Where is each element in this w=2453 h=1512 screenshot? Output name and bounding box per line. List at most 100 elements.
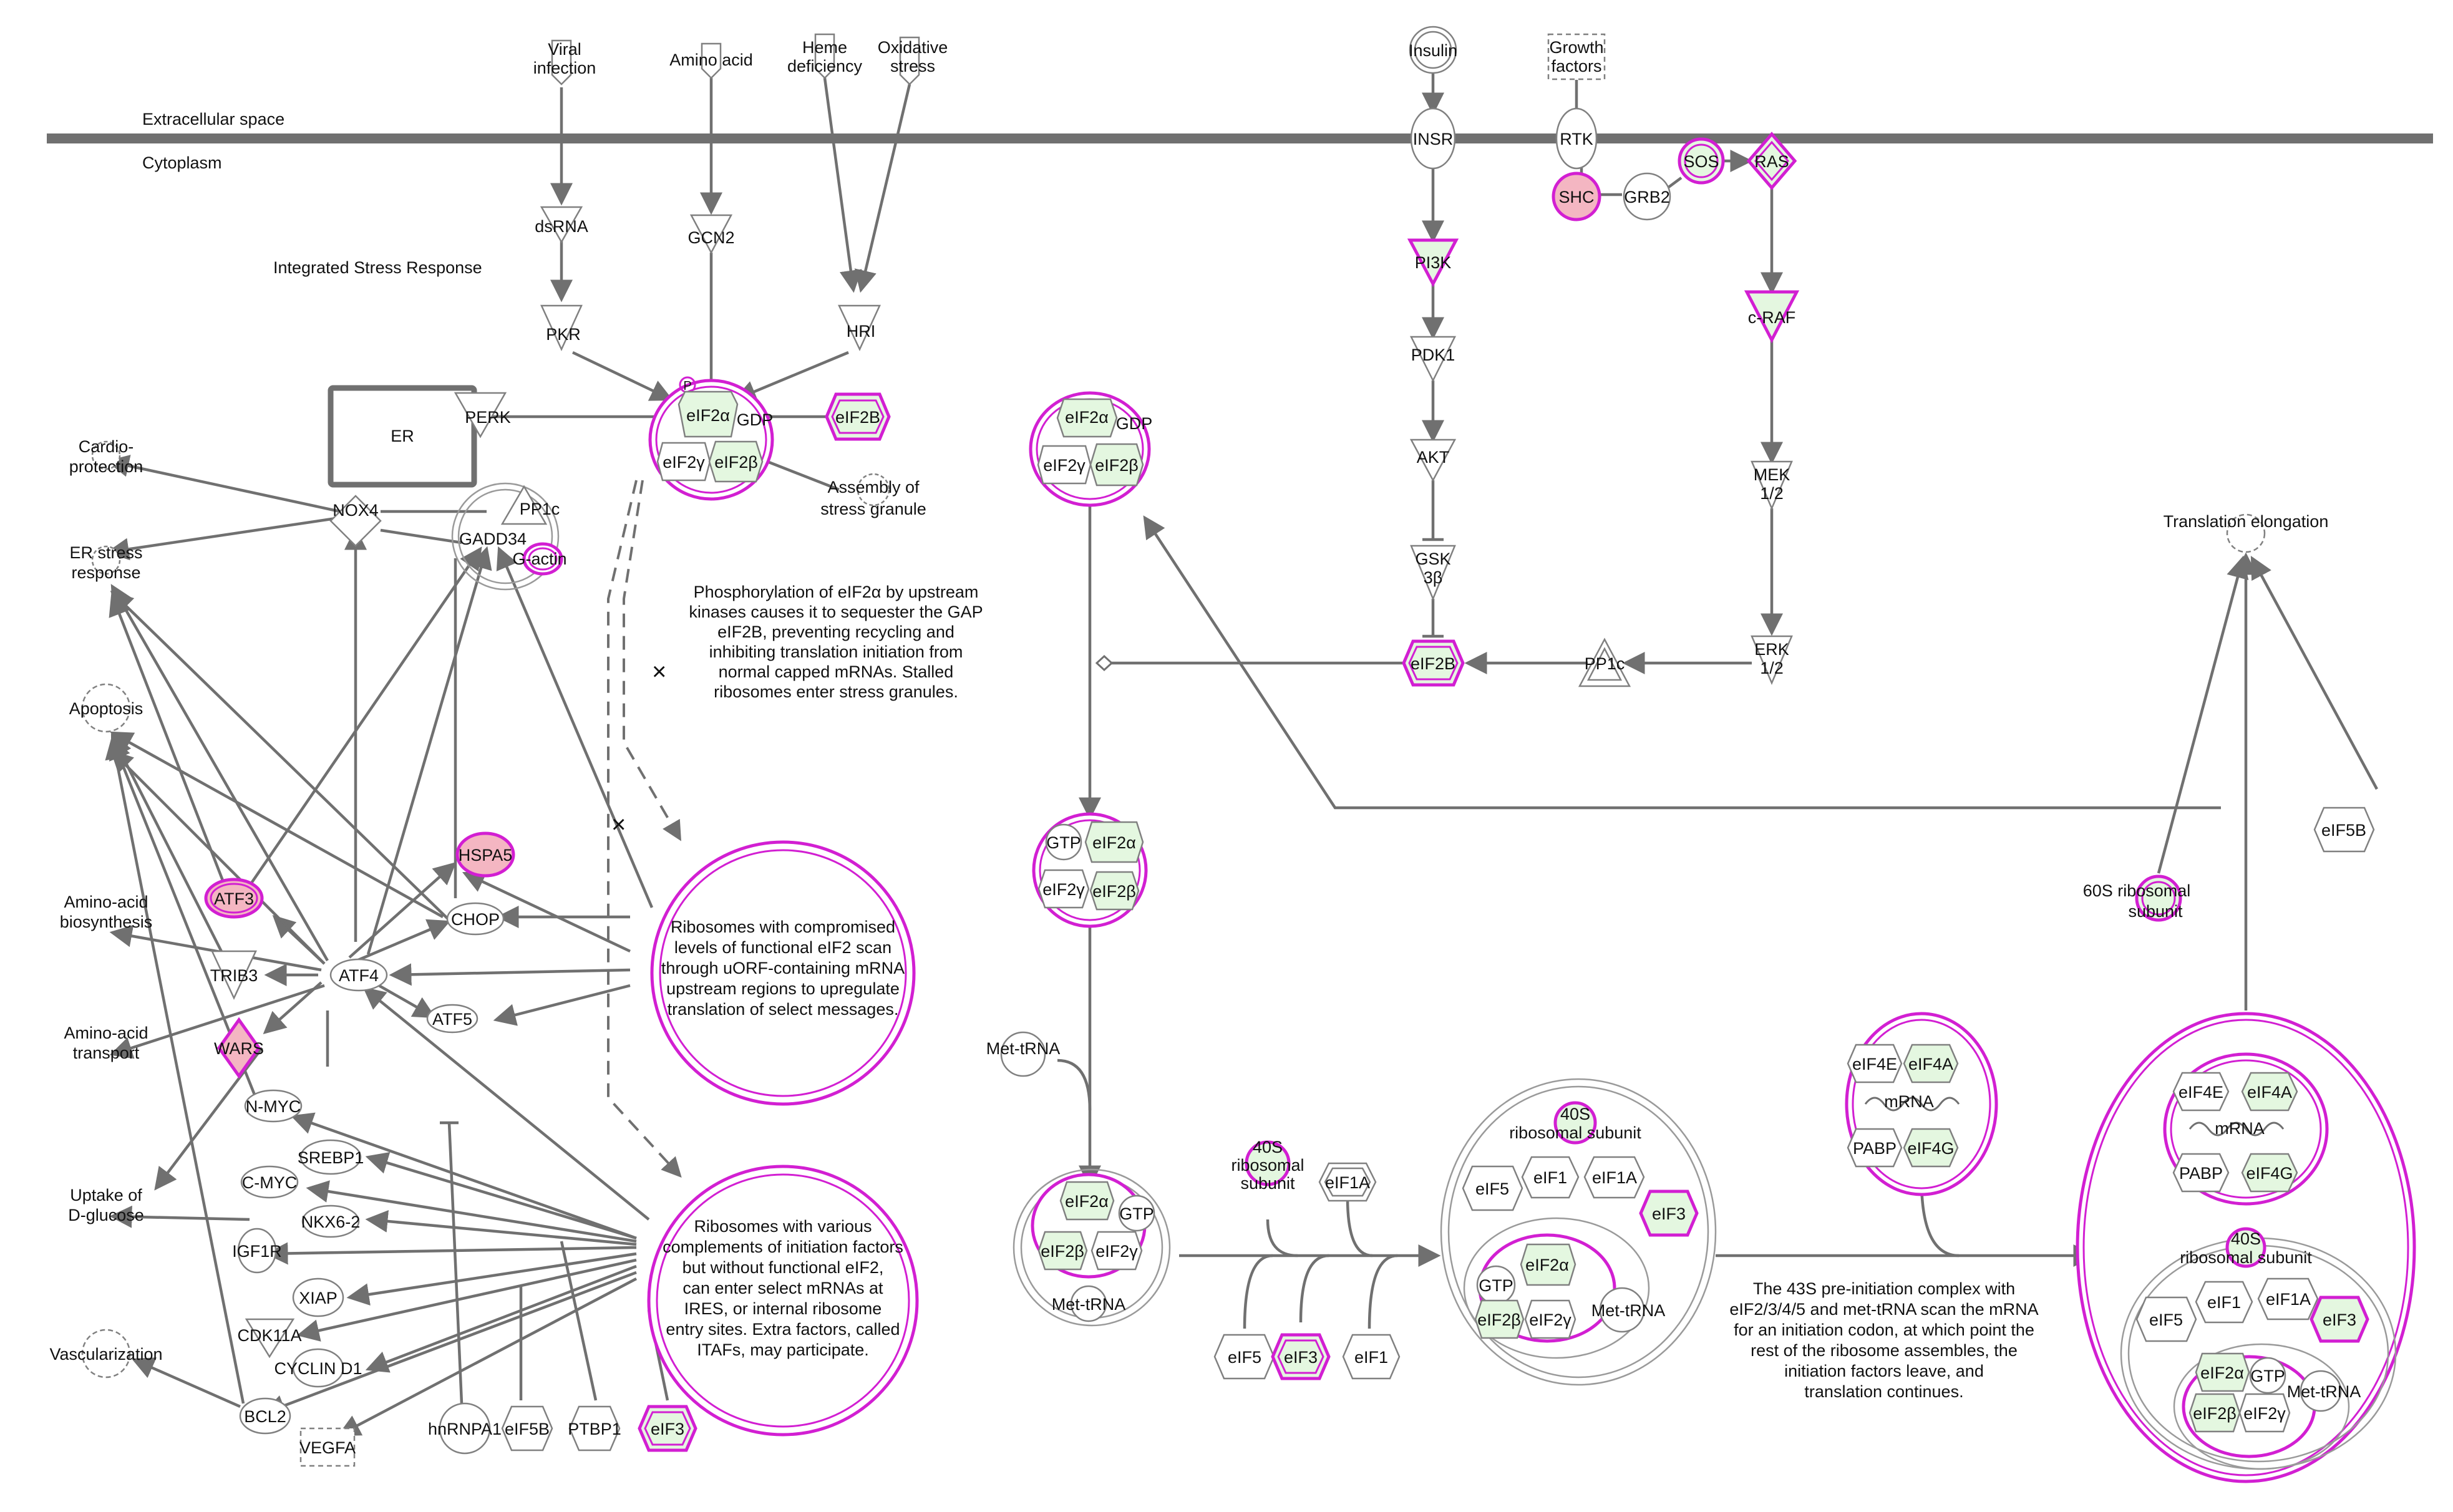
cytoplasm-label: Cytoplasm [142, 153, 222, 172]
edge-ires-vegfa [338, 1277, 638, 1437]
edge-wars-glucose [154, 1047, 263, 1191]
svg-text:SHC: SHC [1558, 188, 1594, 206]
node-trib3: TRIB3 [210, 950, 258, 1000]
node-nox4: NOX4 [329, 495, 382, 547]
svg-text:40S: 40S [1253, 1138, 1283, 1156]
svg-text:GDP: GDP [737, 410, 774, 429]
svg-text:ITAFs, may participate.: ITAFs, may participate. [697, 1340, 869, 1359]
node-insr: INSR [1410, 107, 1456, 170]
svg-text:eIF2β: eIF2β [1092, 882, 1136, 901]
svg-text:P: P [683, 379, 691, 393]
svg-text:PDK1: PDK1 [1411, 346, 1455, 364]
svg-text:upstream regions to upregulate: upstream regions to upregulate [666, 979, 900, 998]
svg-text:Insulin: Insulin [1409, 41, 1457, 60]
edge-chop-erstress [110, 590, 450, 921]
stimulus-insulin: Insulin [1409, 26, 1457, 74]
svg-text:Apoptosis: Apoptosis [69, 699, 143, 718]
node-eif1a: eIF1A [1318, 1162, 1377, 1202]
complex-ternary: eIF2α GTP eIF2β eIF2γ Met-tRNA [1013, 1168, 1171, 1327]
svg-text:GTP: GTP [1046, 833, 1081, 852]
svg-text:Amino-acid: Amino-acid [64, 1024, 148, 1042]
node-ptbp1: PTBP1 [568, 1405, 621, 1451]
stimulus-heme-deficiency: Heme deficiency [787, 33, 863, 79]
svg-text:eIF1: eIF1 [2207, 1293, 2241, 1312]
svg-text:through uORF-containing mRNA: through uORF-containing mRNA [661, 959, 905, 977]
edge-60s-elong [2157, 555, 2249, 874]
node-nkx6-2: NKX6-2 [301, 1204, 361, 1238]
edge-heme-hri [823, 77, 862, 293]
node-wars: WARS [214, 1017, 264, 1079]
svg-text:infection: infection [533, 59, 596, 77]
svg-text:40S: 40S [1560, 1105, 1590, 1123]
svg-text:PTBP1: PTBP1 [568, 1420, 621, 1438]
svg-text:Viral: Viral [548, 40, 581, 59]
svg-text:NOX4: NOX4 [333, 501, 379, 520]
svg-text:ribosomal subunit: ribosomal subunit [1509, 1123, 1641, 1142]
svg-text:GDP: GDP [1116, 414, 1153, 433]
svg-text:Cardio-: Cardio- [79, 437, 134, 456]
node-eif3: eIF3 [1271, 1333, 1331, 1380]
node-c-myc: C-MYC [240, 1165, 299, 1199]
svg-text:eIF3: eIF3 [1284, 1348, 1318, 1367]
svg-text:MEK: MEK [1754, 465, 1790, 484]
stimulus-oxidative-stress: Oxidative stress [878, 36, 948, 85]
svg-text:GADD34: GADD34 [459, 530, 527, 548]
edge-nox4-cardio [106, 455, 341, 513]
svg-text:NKX6-2: NKX6-2 [301, 1213, 361, 1231]
svg-text:inhibiting translation initiat: inhibiting translation initiation from [709, 642, 963, 661]
svg-text:ribosomal: ribosomal [1231, 1156, 1304, 1175]
svg-text:eIF2B: eIF2B [1411, 654, 1455, 673]
svg-text:but without functional eIF2,: but without functional eIF2, [682, 1258, 884, 1277]
svg-text:deficiency: deficiency [787, 57, 863, 75]
edge-dash-1 [623, 480, 682, 841]
svg-text:c-RAF: c-RAF [1748, 308, 1796, 327]
svg-text:eIF2γ: eIF2γ [663, 453, 705, 472]
node-eif5: eIF5 [1213, 1334, 1275, 1380]
edge-eif1a-join [1346, 1197, 1373, 1258]
svg-text:GTP: GTP [2250, 1367, 2285, 1385]
edge-atf3-erstress [109, 593, 233, 902]
node-shc: SHC [1552, 172, 1601, 221]
section-label: Integrated Stress Response [273, 258, 482, 277]
svg-text:G-actin: G-actin [512, 550, 566, 568]
node-n-myc: N-MYC [244, 1089, 303, 1123]
svg-text:IGF1R: IGF1R [232, 1242, 282, 1261]
svg-text:HRI: HRI [847, 322, 876, 341]
edge-nox4-gadd34 [380, 528, 462, 545]
node-eif5b-left: eIF5B [501, 1405, 553, 1451]
svg-text:eIF3: eIF3 [651, 1420, 684, 1438]
node-er: ER [328, 385, 477, 488]
edge-ires-atf4 [362, 987, 650, 1221]
svg-text:eIF1: eIF1 [1533, 1168, 1567, 1187]
inhibit-marker-1: × [652, 658, 666, 686]
svg-text:response: response [71, 563, 140, 582]
svg-text:protection: protection [69, 457, 143, 476]
node-perk: PERK [454, 392, 511, 439]
svg-text:D-glucose: D-glucose [68, 1206, 144, 1224]
svg-text:mRNA: mRNA [2215, 1119, 2265, 1138]
edge-atf3-gadd34 [248, 546, 482, 887]
svg-text:eIF5B: eIF5B [505, 1420, 550, 1438]
edge-atf4-erstress [110, 584, 329, 962]
edge-eif5b-elong [2250, 556, 2378, 790]
edge-40s-join [1266, 1219, 1298, 1258]
node-chop: CHOP [446, 902, 505, 936]
svg-text:eIF2B, preventing recycling an: eIF2B, preventing recycling and [717, 623, 954, 641]
svg-text:PKR: PKR [546, 325, 581, 344]
svg-text:1/2: 1/2 [1760, 484, 1784, 503]
svg-text:entry sites. Extra factors, ca: entry sites. Extra factors, called [666, 1320, 900, 1339]
node-hspa5: HSPA5 [455, 831, 515, 878]
edge-pkr-eif2 [572, 351, 674, 401]
node-eif5b-right: eIF5B [2313, 807, 2375, 853]
svg-text:for an initiation codon, at wh: for an initiation codon, at which point … [1734, 1321, 2034, 1339]
svg-text:eIF2β: eIF2β [2193, 1404, 2237, 1423]
svg-text:PI3K: PI3K [1415, 253, 1452, 272]
svg-text:ERK: ERK [1754, 640, 1789, 659]
edge-atf4-chop [349, 919, 451, 966]
edge-chop-apoptosis [110, 731, 444, 918]
node-hri: HRI [838, 304, 881, 351]
complex-48s: eIF4E eIF4A mRNA PABP eIF4G 40S ribosoma… [2076, 1012, 2416, 1483]
edge-nox4-erstress [106, 516, 341, 561]
edge-ribo-atf5 [493, 984, 631, 1026]
edge-ribo-hspa5 [462, 871, 631, 953]
